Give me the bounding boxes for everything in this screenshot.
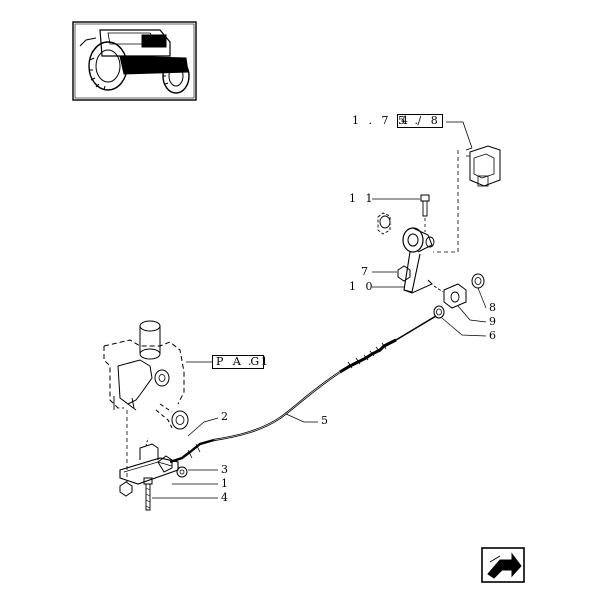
callout-9: 9: [489, 315, 499, 328]
callout-6: 6: [489, 329, 499, 342]
upper-bracket-drawing: [465, 145, 501, 187]
callout-5: 5: [321, 414, 331, 427]
ball-joint-drawing: [433, 273, 485, 319]
pag-box[interactable]: P A G: [212, 355, 265, 369]
callout-8: 8: [489, 301, 499, 314]
cable-drawing: [169, 315, 437, 464]
bottom-bracket-drawing: [119, 410, 188, 511]
ref-1-75-box[interactable]: 4 / 8: [397, 114, 443, 128]
tractor-thumbnail-icon: [72, 21, 197, 101]
lever-drawing: [377, 212, 435, 294]
bolt-drawing: [420, 194, 430, 217]
callout-11: 1 1: [349, 192, 376, 205]
housing-drawing: [103, 320, 189, 430]
next-page-arrow-icon[interactable]: [481, 547, 525, 583]
callout-2: 2: [221, 410, 231, 423]
pag-suffix: . 1: [248, 355, 271, 368]
callout-1: 1: [221, 477, 231, 490]
callout-7: 7: [361, 265, 371, 278]
ref-1-75-prefix: 1 . 7 5 .: [352, 114, 421, 127]
callout-3: 3: [221, 463, 231, 476]
callout-4: 4: [221, 491, 231, 504]
callout-10: 1 0: [349, 280, 376, 293]
